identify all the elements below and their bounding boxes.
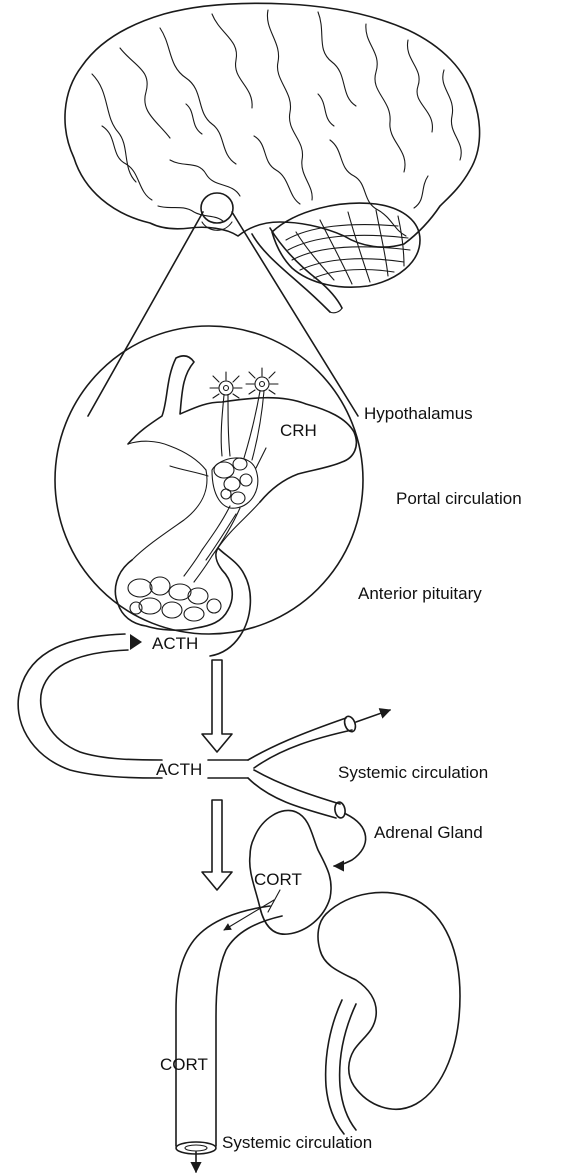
pituitary-stalk [132, 470, 207, 560]
systemic-arrow [356, 710, 390, 722]
label-cort-adrenal: CORT [254, 870, 302, 889]
label-portal-circulation: Portal circulation [396, 489, 522, 508]
zoom-line-left [88, 212, 203, 416]
cort-vessel [176, 906, 282, 1154]
cort-arrow-secondary [268, 890, 280, 912]
hypothalamus-outline [128, 356, 356, 502]
down-arrow-icon-lower [202, 800, 232, 890]
label-systemic-circulation-lower: Systemic circulation [222, 1133, 372, 1152]
magnified-circle [55, 326, 363, 634]
cerebellum [252, 203, 420, 313]
portal-plexus [212, 458, 258, 508]
acth-release-arrowhead [130, 634, 142, 650]
label-cort-vessel: CORT [160, 1055, 208, 1074]
label-acth-pituitary: ACTH [152, 634, 198, 653]
zoom-line-right [232, 212, 358, 416]
label-systemic-circulation-upper: Systemic circulation [338, 763, 488, 782]
adrenal-input-arrow [334, 814, 366, 866]
label-acth-vessel: ACTH [156, 760, 202, 779]
label-hypothalamus: Hypothalamus [364, 404, 473, 423]
down-arrow-icon-upper [202, 660, 232, 752]
neuron-icon [210, 368, 278, 460]
crh-leader-line [256, 448, 266, 468]
label-anterior-pituitary: Anterior pituitary [358, 584, 482, 603]
label-crh: CRH [280, 421, 317, 440]
label-adrenal-gland: Adrenal Gland [374, 823, 483, 842]
brain [65, 3, 480, 247]
pituitary-cells [128, 577, 221, 621]
